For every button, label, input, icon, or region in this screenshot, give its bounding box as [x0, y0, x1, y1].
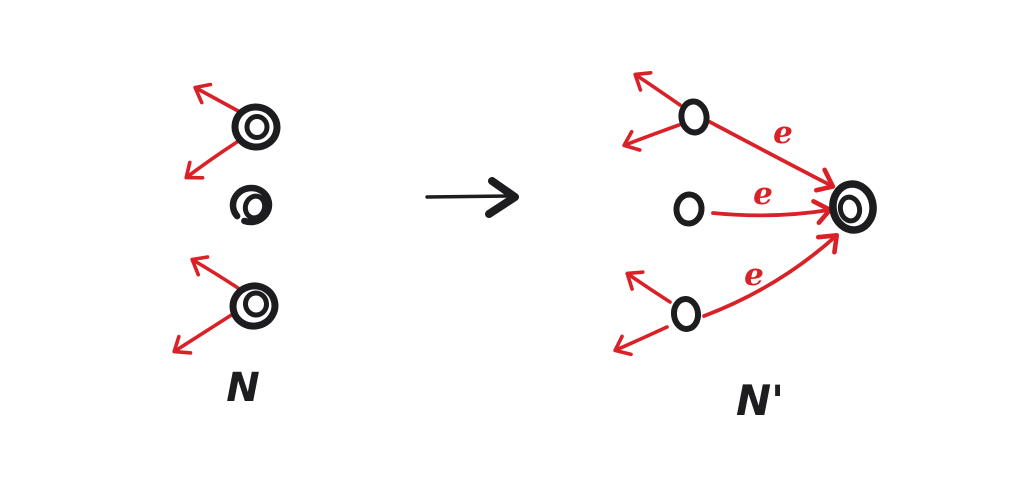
n-top-node-arrow-up-left [193, 82, 242, 114]
edge-bottom-to-center [702, 233, 840, 318]
edge-top-label: e [773, 115, 793, 151]
edge-bottom-label: e [744, 257, 764, 293]
n-prime-center-node-outer-circle [829, 180, 877, 234]
n-prime-bottom-node-arrow-up-left [625, 270, 672, 304]
edge-middle-label: e [753, 176, 773, 212]
n-middle-node-outer-circle [229, 184, 273, 226]
n-top-node-arrow-down-left [184, 140, 239, 180]
n-bottom-node-arrow-down-left [172, 312, 235, 355]
net-n-label: N [226, 365, 259, 411]
transform-arrow-icon [425, 177, 519, 218]
n-top-node-outer-circle [231, 103, 281, 151]
transform-arrow-head [485, 177, 519, 218]
n-middle-node-inner-circle [242, 193, 268, 221]
n-prime-bottom-node-arrow-down-left [613, 325, 669, 357]
n-prime-top-node-arrow-down-left [622, 123, 681, 152]
net-n-prime-group: e e e N' [613, 70, 877, 425]
edge-middle-to-center [711, 199, 833, 226]
net-n-prime-label: N' [736, 376, 784, 425]
n-bottom-node-outer-circle [229, 282, 279, 330]
n-prime-middle-node-circle [673, 191, 705, 227]
n-prime-top-node-arrow-up-left [633, 70, 682, 107]
net-n-group: N [172, 82, 281, 411]
n-bottom-node-inner-circle [242, 290, 270, 318]
n-prime-bottom-node-circle [670, 296, 702, 332]
n-bottom-node-arrow-up-left [190, 255, 240, 290]
transform-arrow-shaft [425, 194, 512, 199]
n-prime-top-node-circle [678, 98, 710, 136]
n-prime-center-node-inner-circle [837, 194, 863, 224]
edge-top-to-center [708, 120, 836, 193]
n-top-node-inner-circle [244, 114, 270, 140]
